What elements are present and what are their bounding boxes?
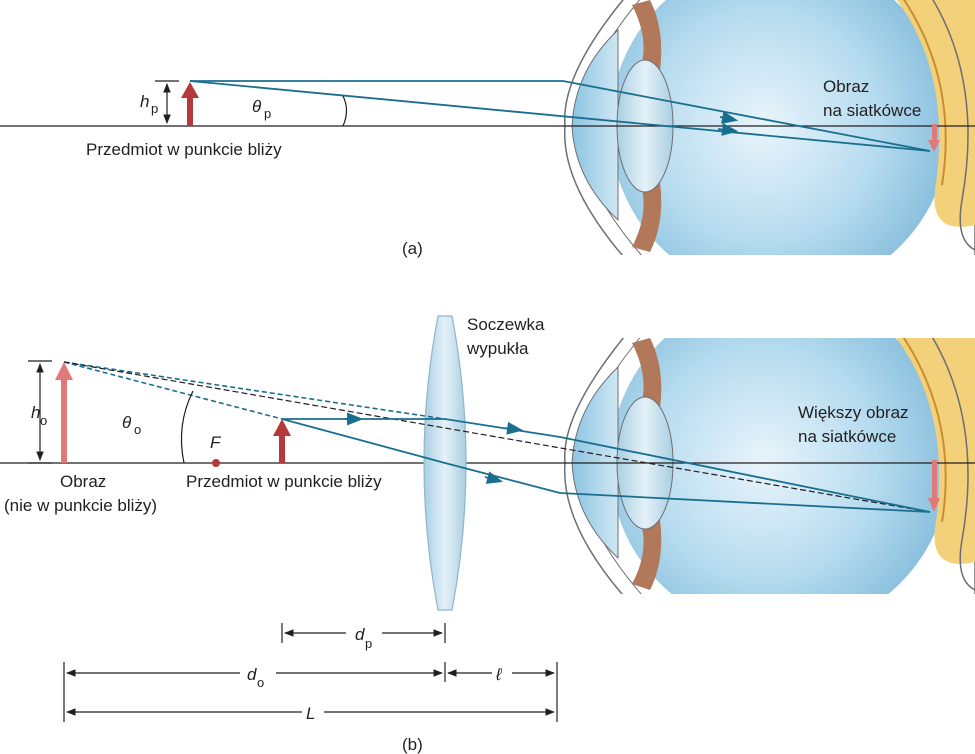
dim-dp: d p	[281, 623, 446, 651]
object-label-a: Przedmiot w punkcie bliży	[86, 140, 282, 159]
ray-b-arrow-2	[504, 421, 524, 435]
height-sub-b: o	[40, 413, 47, 428]
dim-do-label: d	[247, 665, 257, 684]
ray-a-arrow-2	[717, 123, 739, 136]
panel-a: h p θ p Przedmiot w punkcie bliży Obraz …	[0, 0, 975, 258]
lens-label-1: Soczewka	[467, 315, 545, 334]
eye-a	[563, 0, 975, 255]
lens-label-2: wypukła	[466, 339, 529, 358]
retina-label-b-1: Większy obraz	[798, 403, 909, 422]
panel-b: F h o θ o Obraz (nie w punkcie bliży) Pr…	[0, 315, 975, 754]
dim-do-sub: o	[257, 675, 264, 690]
ray-a-center	[189, 80, 931, 152]
dim-dp-label: d	[355, 625, 365, 644]
caption-b: (b)	[402, 735, 423, 754]
height-label-a: h	[140, 92, 149, 111]
ray-b-top	[282, 418, 931, 513]
object-label-b: Przedmiot w punkcie bliży	[186, 472, 382, 491]
virtual-ray-1	[63, 361, 283, 420]
angle-arc-b	[180, 390, 194, 464]
dim-l-label: ℓ	[495, 665, 502, 684]
focal-label: F	[210, 433, 222, 452]
ray-a-top	[190, 80, 931, 152]
angle-label-b: θ	[122, 413, 132, 432]
chief-ray-dashed	[63, 361, 931, 513]
caption-a: (a)	[402, 239, 423, 258]
image-label-b-1: Obraz	[60, 472, 106, 491]
eye-b	[563, 338, 975, 594]
angle-arc-a	[342, 95, 348, 127]
retina-image-a	[928, 124, 940, 152]
retina-image-b	[928, 460, 940, 512]
dim-dp-sub: p	[365, 636, 372, 651]
dim-L-label: L	[306, 704, 315, 723]
height-sub-a: p	[151, 101, 158, 116]
angle-label-a: θ	[252, 97, 262, 116]
retina-label-b-2: na siatkówce	[798, 427, 896, 446]
focal-point	[212, 459, 220, 467]
object-arrow-b	[273, 419, 291, 463]
dim-l: ℓ	[447, 664, 555, 684]
angle-sub-a: p	[264, 106, 271, 121]
height-dim-a: h p	[140, 80, 179, 124]
dim-L: L	[66, 703, 555, 723]
retina-label-a-2: na siatkówce	[823, 101, 921, 120]
angle-sub-b: o	[134, 422, 141, 437]
image-arrow-b	[55, 362, 73, 463]
retina-label-a-1: Obraz	[823, 77, 869, 96]
dim-do: d o	[63, 662, 558, 722]
virtual-ray-2	[63, 361, 446, 420]
height-dim-b: h o	[28, 360, 52, 464]
object-arrow-a	[181, 82, 199, 126]
height-label-b: h	[31, 403, 40, 422]
ray-b-arrow-3	[484, 471, 504, 484]
ray-a-arrow-1	[719, 111, 739, 124]
image-label-b-2: (nie w punkcie bliży)	[4, 496, 157, 515]
